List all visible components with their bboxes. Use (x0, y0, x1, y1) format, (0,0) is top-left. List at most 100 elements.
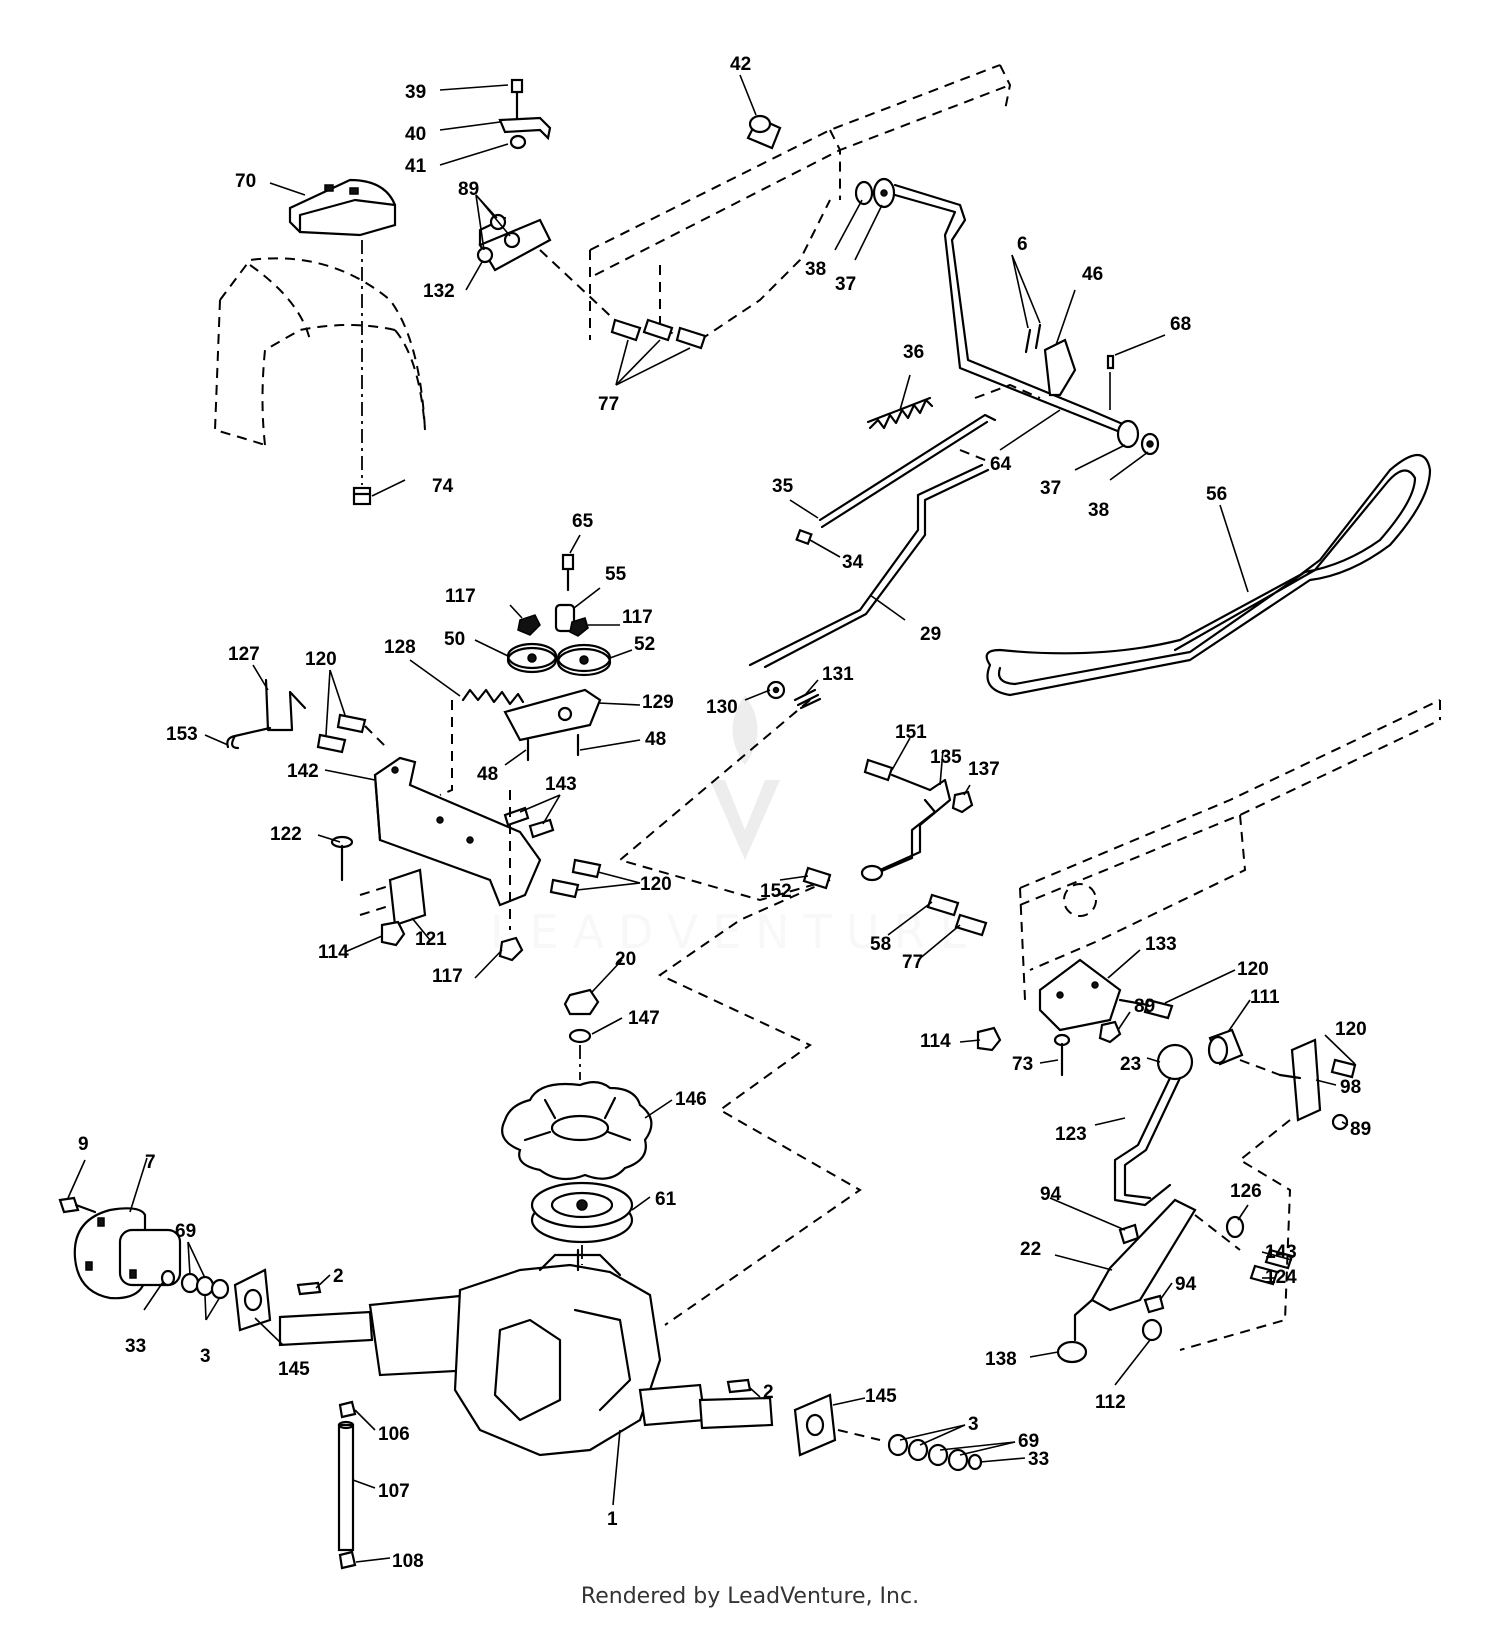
callout-94: 94 (1175, 1274, 1197, 1295)
callout-143: 143 (545, 774, 577, 795)
callout-labels: 39 40 41 42 70 89 132 38 37 6 46 68 77 3… (78, 54, 1371, 1572)
callout-152: 152 (760, 881, 792, 902)
callout-111: 111 (1250, 987, 1280, 1008)
callout-1: 1 (607, 1509, 618, 1530)
callout-39: 39 (405, 82, 426, 103)
callout-42: 42 (730, 54, 751, 75)
part-147-washer (568, 1028, 592, 1044)
callout-37: 37 (835, 274, 856, 295)
part-106-107-108-rod (337, 1400, 357, 1570)
callout-69: 69 (1018, 1431, 1039, 1452)
part-37-38-washers-upper (854, 177, 896, 209)
callout-23: 23 (1120, 1054, 1141, 1075)
callout-2: 2 (333, 1266, 344, 1287)
part-58-77-bolts (926, 893, 988, 937)
part-29-rod (748, 449, 991, 669)
part-133-plate (1038, 958, 1122, 1032)
part-23-knob (1156, 1043, 1194, 1081)
callout-77: 77 (598, 394, 619, 415)
part-48-bolts (526, 733, 580, 762)
fender-outline (213, 257, 426, 446)
part-2-keys (296, 1281, 752, 1394)
part-117-nut-lower (498, 790, 524, 962)
callout-69: 69 (175, 1221, 196, 1242)
part-94-fittings (1118, 1223, 1165, 1314)
callout-33: 33 (1028, 1449, 1049, 1470)
callout-98: 98 (1340, 1077, 1361, 1098)
callout-121: 121 (415, 929, 447, 950)
callout-65: 65 (572, 511, 594, 532)
callout-61: 61 (655, 1189, 677, 1210)
part-151-bolt (863, 758, 932, 792)
part-35-rod (818, 383, 1041, 529)
part-145-bracket-right (793, 1393, 881, 1457)
callout-70: 70 (235, 171, 256, 192)
callout-89: 89 (1134, 996, 1155, 1017)
callout-145: 145 (865, 1386, 897, 1407)
callout-112: 112 (1095, 1392, 1126, 1413)
callout-151: 151 (895, 722, 927, 743)
callout-58: 58 (870, 934, 891, 955)
part-77-bolts-upper (610, 318, 707, 350)
callout-133: 133 (1145, 934, 1177, 955)
part-50-pulley (506, 642, 558, 674)
part-122-bolt (330, 835, 354, 882)
callout-108: 108 (392, 1551, 424, 1572)
callout-73: 73 (1012, 1054, 1033, 1075)
part-89-nut-right (1098, 1020, 1122, 1044)
callout-117: 117 (432, 966, 463, 987)
part-42-roller (746, 114, 782, 150)
part-98-bracket (1239, 1038, 1322, 1122)
callout-127: 127 (228, 644, 260, 665)
part-117-nuts-upper (517, 614, 589, 637)
callout-34: 34 (842, 552, 864, 573)
callout-114: 114 (920, 1031, 951, 1052)
callout-56: 56 (1206, 484, 1227, 505)
part-56-belt (985, 454, 1432, 697)
part-37-38-washers-lower (1116, 419, 1160, 456)
lower-frame-rail (1019, 699, 1441, 1001)
callout-48: 48 (477, 764, 498, 785)
part-114-nut-right (976, 1026, 1002, 1052)
belt-routing-dashes (617, 699, 862, 1326)
part-146-fan (501, 1081, 653, 1181)
callout-2: 2 (763, 1382, 774, 1403)
callout-123: 123 (1055, 1124, 1087, 1145)
part-142-bracket (373, 700, 542, 907)
callout-147: 147 (628, 1008, 660, 1029)
callout-3: 3 (200, 1346, 211, 1367)
part-135-link (860, 778, 952, 882)
part-120-bolts-lower (549, 858, 602, 899)
callout-89: 89 (458, 179, 479, 200)
callout-35: 35 (772, 476, 794, 497)
callout-114: 114 (318, 942, 349, 963)
callout-130: 130 (706, 697, 738, 718)
part-112-washer (1141, 1318, 1163, 1342)
callout-126: 126 (1230, 1181, 1262, 1202)
part-1-transaxle (278, 1248, 774, 1457)
callout-120: 120 (305, 649, 337, 670)
watermark-text: LEADVENTURE (490, 905, 983, 959)
part-89-nut-98 (1331, 1113, 1349, 1131)
callout-135: 135 (930, 747, 962, 768)
callout-145: 145 (278, 1359, 310, 1380)
callout-106: 106 (378, 1424, 410, 1445)
part-137-nut (951, 790, 974, 814)
part-138-washer (1056, 1340, 1088, 1364)
part-36-spring (866, 396, 934, 430)
callout-36: 36 (903, 342, 924, 363)
callout-46: 46 (1082, 264, 1103, 285)
callout-7: 7 (145, 1152, 156, 1173)
part-121-bracket (359, 868, 427, 927)
callout-137: 137 (968, 759, 1000, 780)
part-74-bolt (352, 486, 372, 506)
callout-117: 117 (445, 586, 476, 607)
part-52-pulley (556, 643, 612, 677)
part-34-bushing (795, 528, 813, 546)
watermark: LEADVENTURE (490, 695, 983, 959)
callout-153: 153 (166, 724, 198, 745)
callout-50: 50 (444, 629, 465, 650)
leader-lines (67, 74, 1356, 1563)
